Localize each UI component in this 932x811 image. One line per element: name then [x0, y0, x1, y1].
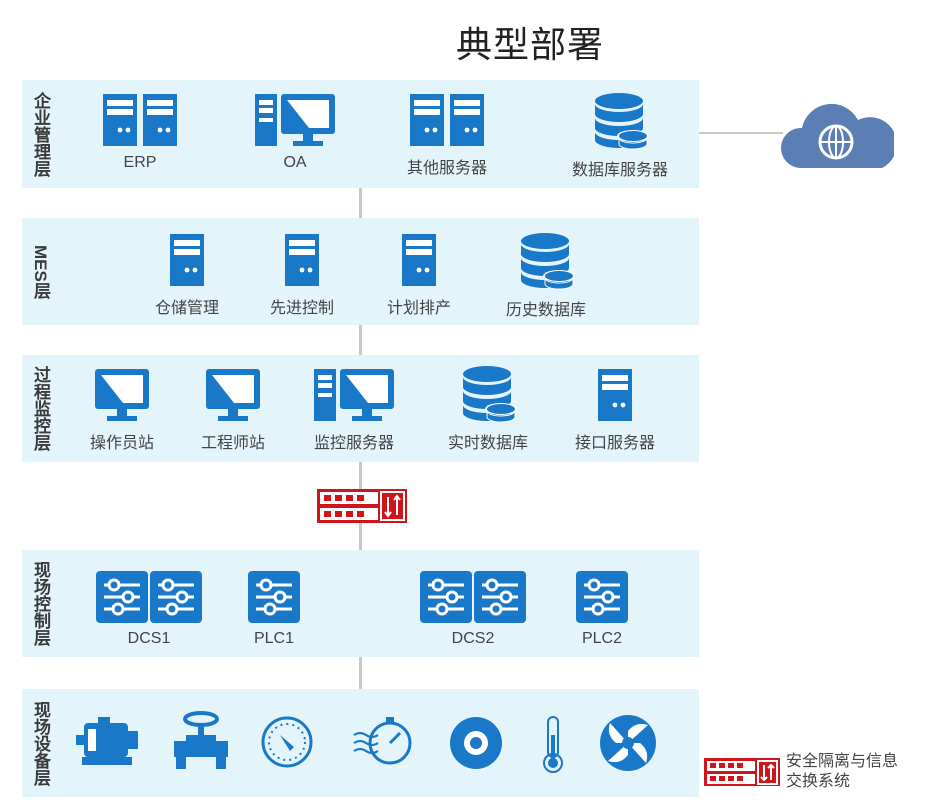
node-warehouse-management[interactable]: 仓储管理 [147, 234, 227, 318]
controller-icon [575, 570, 629, 624]
node-label: 历史数据库 [505, 302, 586, 319]
node-label: 工程师站 [200, 435, 265, 452]
node-label: DCS1 [127, 630, 171, 647]
connector-line [359, 657, 362, 689]
layer-process-monitoring: 过程监控层 操作员站 工程师站 监控服务器 实时数据库 接口服务器 [22, 355, 699, 462]
node-label: 操作员站 [89, 435, 154, 452]
workstation-icon [314, 369, 394, 421]
cloud-connector-line [699, 132, 783, 134]
monitor-icon [206, 369, 260, 421]
diagram-title: 典型部署 [455, 24, 604, 65]
legend-line-2: 交换系统 [786, 773, 851, 790]
node-label: 监控服务器 [313, 435, 394, 452]
server-icon [410, 94, 484, 146]
cloud-globe-icon [780, 103, 894, 168]
node-plc2[interactable]: PLC2 [570, 570, 634, 648]
layer-label: 现场设备层 [31, 700, 50, 786]
node-historical-database[interactable]: 历史数据库 [496, 232, 596, 320]
layer-mes: MES层 仓储管理 先进控制 计划排产 历史数据库 [22, 218, 699, 325]
motor-icon [76, 717, 138, 765]
node-label: PLC2 [581, 630, 623, 647]
node-operator-station[interactable]: 操作员站 [77, 367, 167, 453]
layer-enterprise-management: 企业管理层 ERP OA 其他服务器 数据库服务器 [22, 80, 699, 188]
gauge-icon [261, 716, 313, 768]
node-label: 实时数据库 [447, 435, 528, 452]
node-dcs2[interactable]: DCS2 [418, 570, 528, 648]
node-realtime-database[interactable]: 实时数据库 [438, 365, 538, 453]
fan-icon [600, 715, 656, 771]
controller-icon [419, 570, 527, 624]
server-icon [598, 369, 632, 421]
node-advanced-control[interactable]: 先进控制 [262, 234, 342, 318]
sensor-icon [450, 717, 502, 769]
security-isolation-icon [316, 488, 408, 524]
connector-line [359, 325, 362, 355]
node-other-servers[interactable]: 其他服务器 [397, 94, 497, 178]
layer-label: 现场控制层 [31, 561, 50, 646]
legend-line-1: 安全隔离与信息 [786, 753, 899, 770]
node-engineer-station[interactable]: 工程师站 [188, 367, 278, 453]
legend-label: 安全隔离与信息 交换系统 [786, 752, 898, 792]
server-icon [402, 234, 436, 286]
node-dcs1[interactable]: DCS1 [94, 570, 204, 648]
layer-field-control: 现场控制层 DCS1 PLC1 DCS2 PLC2 [22, 550, 699, 657]
workstation-icon [255, 94, 335, 146]
node-label: 接口服务器 [574, 435, 655, 452]
node-label: PLC1 [253, 630, 295, 647]
server-icon [103, 94, 177, 146]
database-icon [520, 232, 575, 290]
layer-label: MES层 [31, 244, 50, 299]
node-interface-server[interactable]: 接口服务器 [565, 367, 665, 453]
controller-icon [95, 570, 203, 624]
server-icon [285, 234, 319, 286]
node-label: 仓储管理 [154, 300, 219, 317]
database-icon [594, 92, 649, 150]
node-monitoring-server[interactable]: 监控服务器 [304, 367, 404, 453]
monitor-icon [95, 369, 149, 421]
database-icon [462, 365, 517, 423]
node-label: 数据库服务器 [571, 162, 668, 179]
node-label: 先进控制 [269, 300, 334, 317]
layer-field-devices: 现场设备层 [22, 689, 699, 797]
node-label: DCS2 [451, 630, 495, 647]
controller-icon [247, 570, 301, 624]
node-oa[interactable]: OA [250, 94, 340, 172]
connector-line [359, 188, 362, 218]
flow-meter-icon [353, 717, 412, 765]
node-planning-scheduling[interactable]: 计划排产 [379, 234, 459, 318]
layer-label: 过程监控层 [31, 366, 50, 451]
node-label: OA [283, 154, 307, 171]
node-plc1[interactable]: PLC1 [242, 570, 306, 648]
layer-label: 企业管理层 [31, 91, 50, 177]
node-label: 计划排产 [386, 300, 451, 317]
valve-icon [174, 711, 228, 769]
node-database-server[interactable]: 数据库服务器 [560, 92, 680, 180]
legend-isolation-icon [704, 758, 780, 786]
node-erp[interactable]: ERP [100, 94, 180, 172]
server-icon [170, 234, 204, 286]
node-label: 其他服务器 [406, 160, 487, 177]
node-label: ERP [123, 154, 157, 171]
thermometer-icon [543, 716, 563, 773]
